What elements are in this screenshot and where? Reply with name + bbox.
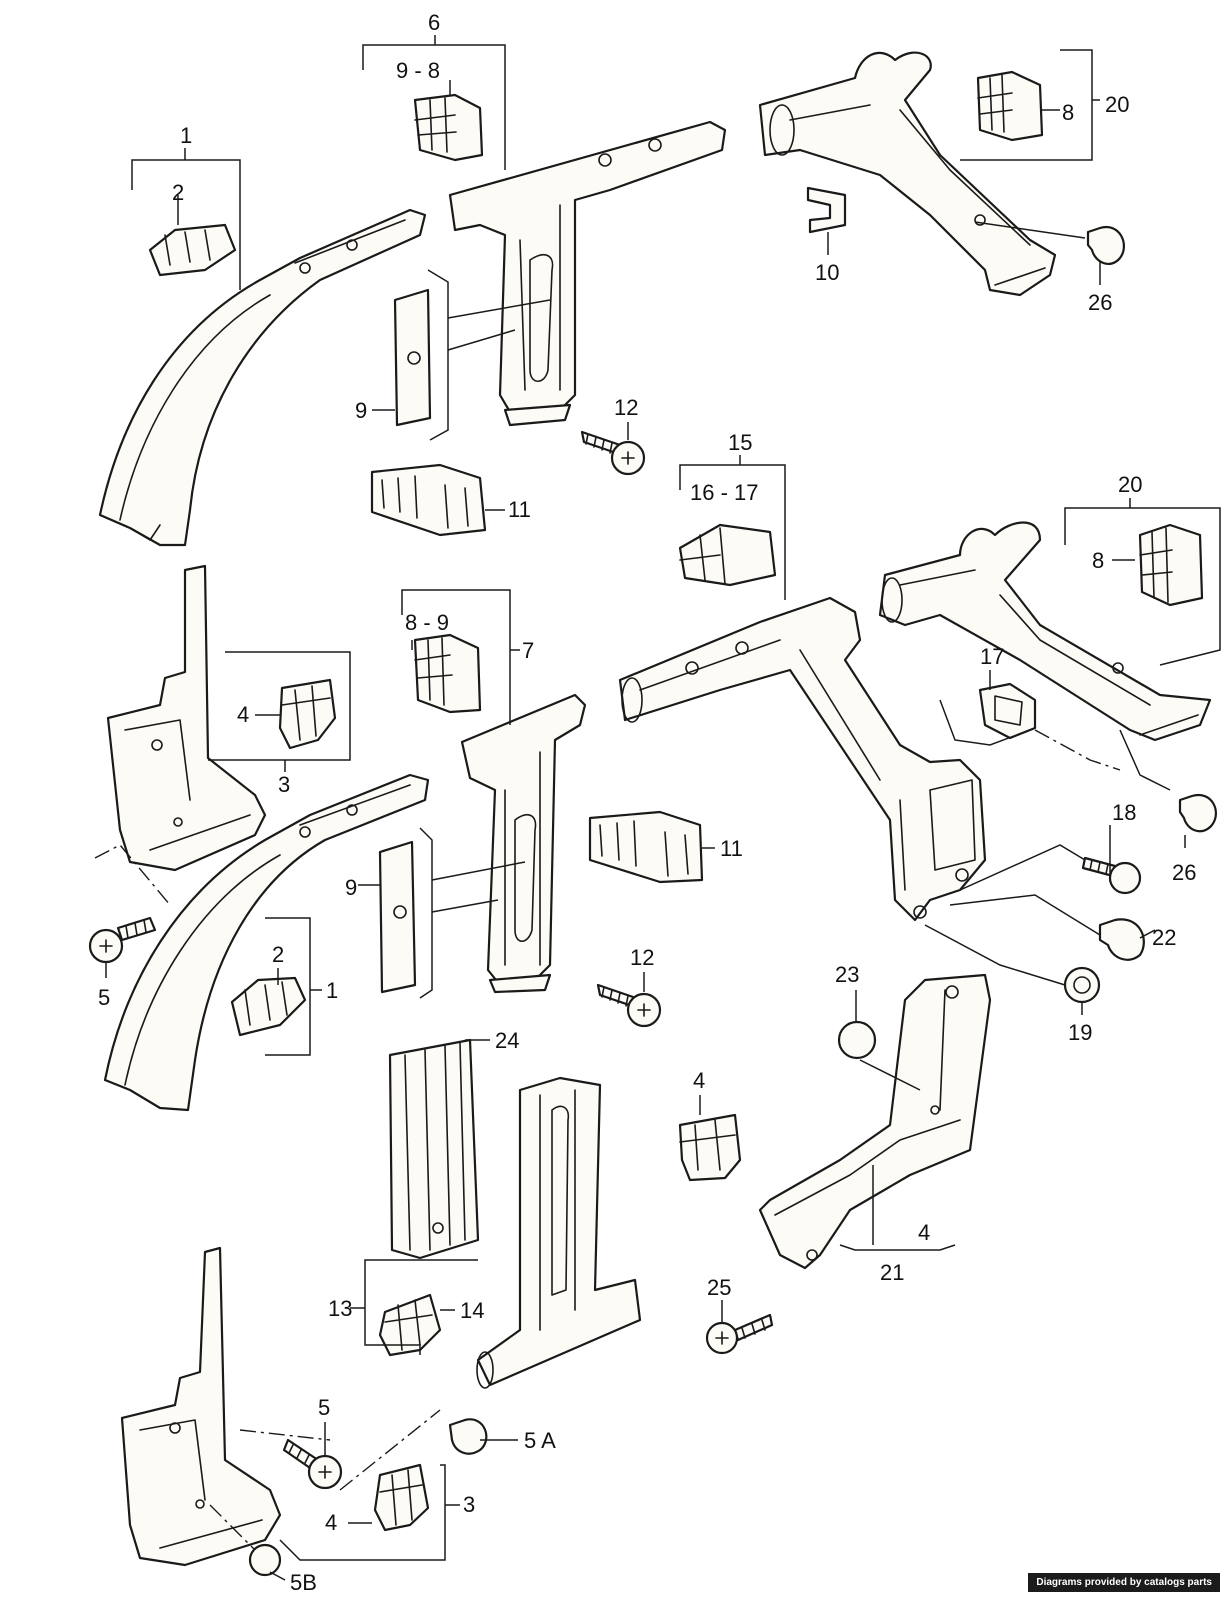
clip-16-17: [678, 523, 777, 587]
clip-4-middle: [678, 1113, 742, 1182]
plug-22: [1098, 918, 1145, 961]
c-pillar-trim-upper: [758, 51, 1057, 297]
c-pillar-trim-lower: [878, 521, 1212, 742]
cover-9-middle: [378, 840, 417, 994]
pillar-trim-assembly-15: [618, 596, 987, 922]
plug-26-lower: [1178, 793, 1218, 833]
plug-5B: [248, 1543, 282, 1577]
label-13: 13: [328, 1296, 352, 1321]
label-11-lower: 11: [720, 836, 743, 861]
leader-lines: [94, 35, 1221, 1581]
label-8-9: 8 - 9: [405, 610, 449, 635]
label-11-upper: 11: [508, 497, 531, 522]
label-18: 18: [1112, 800, 1136, 825]
plug-19: [1063, 966, 1101, 1004]
clip-11-middle: [588, 810, 704, 884]
a-pillar-lower-trim-bottom: [120, 1246, 282, 1567]
label-5-lower: 5: [318, 1395, 330, 1420]
label-9-upper: 9: [355, 398, 367, 423]
screw-12-upper: [580, 430, 646, 476]
plug-5A: [448, 1418, 488, 1455]
clip-2-upper: [148, 223, 237, 277]
label-10: 10: [815, 260, 839, 285]
label-14: 14: [460, 1298, 484, 1323]
a-pillar-lower-trim-left: [106, 564, 267, 872]
label-20-lower: 20: [1118, 472, 1142, 497]
label-26-upper: 26: [1088, 290, 1112, 315]
label-15: 15: [728, 430, 752, 455]
label-23: 23: [835, 962, 859, 987]
clip-11-upper: [370, 463, 487, 537]
label-8-lower: 8: [1092, 548, 1104, 573]
label-25: 25: [707, 1275, 731, 1300]
label-21: 21: [880, 1260, 904, 1285]
label-1-upper: 1: [180, 123, 192, 148]
screw-12-lower: [596, 983, 662, 1028]
clip-8-9-middle: [413, 633, 482, 714]
label-17: 17: [980, 644, 1004, 669]
label-1-lower: 1: [326, 978, 338, 1003]
b-pillar-lower-trim: [476, 1076, 642, 1389]
screw-18: [1081, 856, 1142, 895]
label-3-upper: 3: [278, 772, 290, 797]
pillar-trim-lower-21: [758, 973, 992, 1270]
clip-4-lower: [373, 1463, 430, 1532]
label-16-17: 16 - 17: [690, 480, 759, 505]
label-26-lower: 26: [1172, 860, 1196, 885]
label-5A: 5 A: [524, 1428, 556, 1453]
reference-labels: 1 2 6 9 - 8 8 20 10 26 9 12 11 15 16 - 1…: [98, 10, 1196, 1595]
screw-5-lower: [282, 1438, 343, 1490]
a-pillar-trim-lower: [103, 773, 430, 1112]
label-3-lower: 3: [463, 1492, 475, 1517]
label-12-upper: 12: [614, 395, 638, 420]
label-9-8: 9 - 8: [396, 58, 440, 83]
b-pillar-trim-upper: [448, 120, 727, 427]
label-2-upper: 2: [172, 180, 184, 205]
plug-26-upper: [1086, 225, 1126, 266]
label-4-sill: 4: [918, 1220, 930, 1245]
clip-8-upper: [976, 70, 1044, 142]
credit-badge: Diagrams provided by catalogs parts: [1028, 1573, 1220, 1592]
label-9-lower: 9: [345, 875, 357, 900]
label-4-upper: 4: [237, 702, 249, 727]
label-20-upper: 20: [1105, 92, 1129, 117]
b-pillar-lower-strip-24: [388, 1038, 480, 1260]
screw-5-upper: [88, 916, 157, 964]
label-24: 24: [495, 1028, 519, 1053]
label-22: 22: [1152, 925, 1176, 950]
label-2-lower: 2: [272, 942, 284, 967]
label-4-lower: 4: [325, 1510, 337, 1535]
clip-9-8-upper: [413, 93, 484, 162]
label-6: 6: [428, 10, 440, 35]
clip-8-lower: [1138, 523, 1204, 607]
label-5B: 5B: [290, 1570, 317, 1595]
plug-23: [837, 1020, 877, 1060]
clip-17: [978, 682, 1037, 740]
label-7: 7: [522, 638, 534, 663]
screw-25: [705, 1313, 774, 1355]
b-pillar-trim-middle: [460, 693, 587, 994]
clip-2-lower: [230, 976, 307, 1037]
a-pillar-trim-upper: [98, 208, 427, 547]
retainer-10: [806, 186, 847, 234]
cover-9-upper: [393, 288, 432, 427]
label-19: 19: [1068, 1020, 1092, 1045]
label-12-lower: 12: [630, 945, 654, 970]
label-8-upper: 8: [1062, 100, 1074, 125]
clip-4-upper-left: [278, 678, 337, 750]
clip-13-14: [378, 1293, 442, 1357]
label-5-upper: 5: [98, 985, 110, 1010]
label-4-middle: 4: [693, 1068, 705, 1093]
